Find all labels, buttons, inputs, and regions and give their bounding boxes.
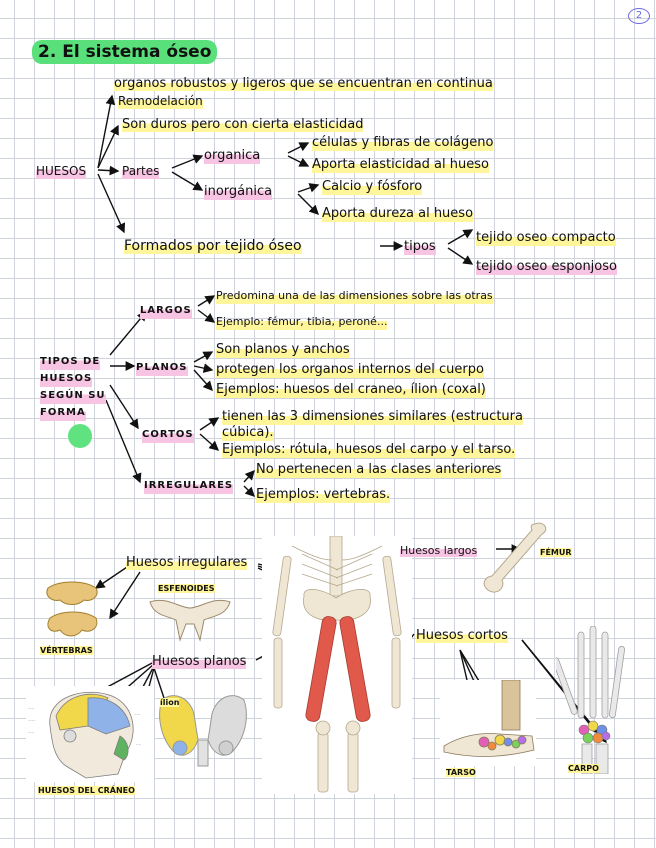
- formados-tejido: Formados por tejido óseo: [124, 238, 302, 254]
- cortos-label: CORTOS: [142, 427, 194, 443]
- inorganica-label: inorgánica: [204, 184, 272, 200]
- cortos-descripcion: tienen las 3 dimensiones similares (estr…: [222, 409, 523, 425]
- tipos-label: tipos: [404, 239, 436, 255]
- huesos-irregulares-label: Huesos irregulares: [126, 555, 247, 571]
- svg-text:····: ····: [136, 742, 141, 747]
- esfenoides-label: ESFENOIDES: [158, 584, 215, 593]
- formados-text: Formados por tejido óseo: [124, 238, 302, 254]
- vertebras-label: VÉRTEBRAS: [40, 646, 93, 655]
- tipos-root-line1: TIPOS DE: [40, 354, 100, 370]
- huesos-planos-label: Huesos planos: [152, 654, 246, 670]
- huesos-craneo-label: HUESOS DEL CRÁNEO: [38, 786, 135, 795]
- svg-text:······: ······: [28, 718, 36, 723]
- huesos-planos-text: Huesos planos: [152, 654, 246, 669]
- ilion-label: ílion: [160, 698, 179, 707]
- huesos-item-organos: organos robustos y ligeros que se encuen…: [114, 76, 493, 92]
- vertebras-image: [40, 580, 104, 646]
- huesos-cortos-label: Huesos cortos: [416, 628, 508, 644]
- largos-label: LARGOS: [140, 303, 192, 319]
- esfenoides-image: [146, 594, 234, 644]
- tarso-image: [440, 680, 536, 766]
- partes-label: Partes: [122, 163, 159, 179]
- inorganica-dureza: Aporta dureza al hueso: [322, 206, 473, 222]
- inorganica-calcio: Calcio y fósforo: [322, 179, 422, 195]
- carpo-image: [556, 626, 636, 774]
- irregulares-ejemplos: Ejemplos: vertebras.: [256, 487, 390, 503]
- tipos-root-line3: SEGÚN SU: [40, 388, 106, 404]
- femur-label: FÉMUR: [540, 548, 572, 557]
- tipos-root-line4: FORMA: [40, 405, 86, 421]
- skull-image: ················ ·········: [26, 686, 154, 782]
- organica-label: organica: [204, 148, 260, 164]
- irregulares-label: IRREGULARES: [144, 478, 233, 494]
- organica-elasticidad: Aporta elasticidad al hueso: [312, 157, 489, 173]
- planos-descripcion: Son planos y anchos: [216, 342, 350, 358]
- svg-text:·····: ·····: [28, 730, 34, 735]
- cortos-descripcion-2: cúbica).: [222, 425, 274, 441]
- huesos-irregulares-text: Huesos irregulares: [126, 555, 247, 570]
- huesos-root: HUESOS: [36, 163, 86, 179]
- largos-descripcion: Predomina una de las dimensiones sobre l…: [216, 288, 493, 304]
- skeleton-image: [262, 536, 412, 794]
- irregulares-descripcion: No pertenecen a las clases anteriores: [256, 462, 501, 478]
- svg-text:·····: ·····: [134, 712, 140, 717]
- planos-protegen: protegen los organos internos del cuerpo: [216, 362, 484, 378]
- huesos-item-organos-line1: organos robustos y ligeros que se encuen…: [114, 76, 493, 91]
- tarso-label: TARSO: [446, 768, 476, 777]
- planos-ejemplos: Ejemplos: huesos del craneo, ílion (coxa…: [216, 382, 486, 398]
- tejido-compacto: tejido oseo compacto: [476, 230, 616, 246]
- largos-ejemplo: Ejemplo: fémur, tibia, peroné...: [216, 314, 387, 330]
- tipos-root-line2: HUESOS: [40, 371, 92, 387]
- huesos-cortos-text: Huesos cortos: [416, 628, 508, 643]
- femur-image: [480, 518, 550, 596]
- huesos-item-organos-line2: Remodelación: [118, 93, 203, 109]
- cortos-ejemplos: Ejemplos: rótula, huesos del carpo y el …: [222, 442, 515, 458]
- huesos-item-duros-text: Son duros pero con cierta elasticidad: [122, 117, 363, 132]
- green-dot: [68, 424, 92, 448]
- huesos-largos-label: Huesos largos: [400, 543, 477, 559]
- organica-celulas: células y fibras de colágeno: [312, 135, 493, 151]
- planos-label: PLANOS: [136, 360, 188, 376]
- huesos-item-duros: Son duros pero con cierta elasticidad: [122, 117, 363, 133]
- svg-text:·····: ·····: [28, 706, 34, 711]
- huesos-largos-text: Huesos largos: [400, 544, 477, 557]
- tejido-esponjoso: tejido oseo esponjoso: [476, 259, 617, 275]
- carpo-label: CARPO: [568, 764, 599, 773]
